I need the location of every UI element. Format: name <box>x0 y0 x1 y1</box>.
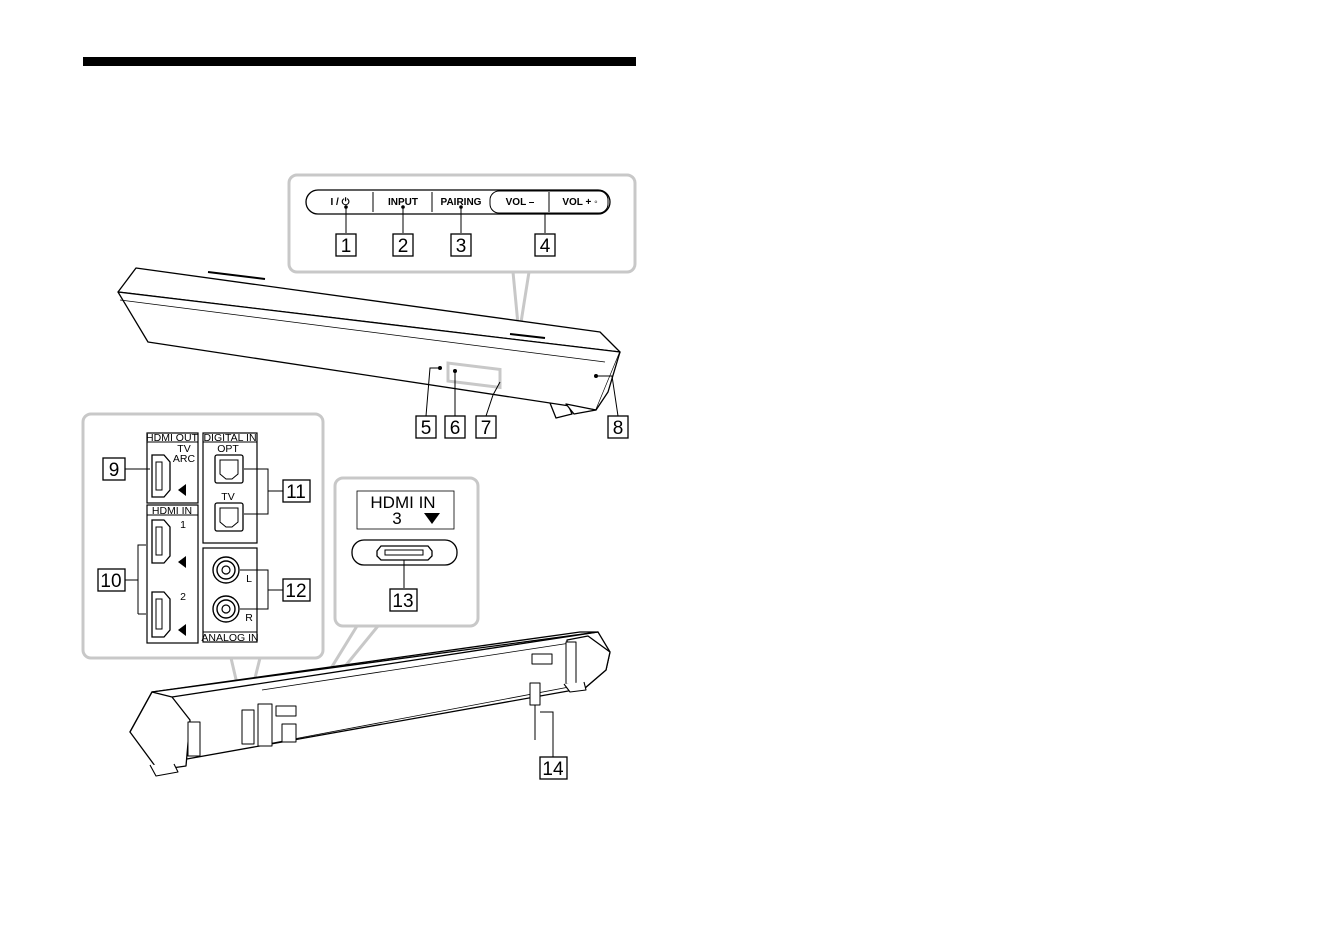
callout-2: 2 <box>398 236 409 257</box>
callout-14: 14 <box>542 759 564 780</box>
analog-l-label: L <box>246 573 252 585</box>
rear-port-panel: HDMI OUT TV ARC HDMI IN 1 2 DIGITAL IN O… <box>83 414 323 658</box>
hdmi-in-label: HDMI IN <box>152 505 192 517</box>
callout-8: 8 <box>613 418 624 439</box>
tv-arc-label-arc: ARC <box>173 453 196 465</box>
hdmi-in-1-port[interactable] <box>152 520 170 563</box>
callout-5: 5 <box>421 418 432 439</box>
hdmi-in-2-label: 2 <box>180 591 186 603</box>
callout-11: 11 <box>286 482 306 503</box>
analog-r-label: R <box>245 612 253 624</box>
callout-13: 13 <box>392 591 413 612</box>
analog-r-jack[interactable] <box>213 596 239 622</box>
callout-10: 10 <box>100 571 121 592</box>
hdmi3-number: 3 <box>392 509 401 528</box>
top-button-panel: I / ⏻ INPUT PAIRING VOL – VOL + ◦ 1 2 3 … <box>289 175 635 272</box>
tv-optical-label: TV <box>221 491 234 503</box>
callout-7: 7 <box>481 418 492 439</box>
callout-9: 9 <box>109 460 120 481</box>
callout-12: 12 <box>285 581 306 602</box>
analog-in-label: ANALOG IN <box>201 632 258 644</box>
hdmi3-label: HDMI IN <box>370 493 435 512</box>
header-rule <box>83 57 636 66</box>
callout-4: 4 <box>540 236 551 257</box>
vol-minus-button-label[interactable]: VOL – <box>506 197 535 208</box>
opt-label: OPT <box>217 443 239 455</box>
callout-6: 6 <box>450 418 461 439</box>
front-soundbar <box>118 268 620 418</box>
analog-l-jack[interactable] <box>213 557 239 583</box>
hdmi-in-1-label: 1 <box>180 519 186 531</box>
vol-plus-button-label[interactable]: VOL + ◦ <box>562 197 597 208</box>
callout-3: 3 <box>456 236 467 257</box>
callout-1: 1 <box>341 236 352 257</box>
hdmi-out-port[interactable] <box>152 455 170 497</box>
hdmi3-zoom-panel: HDMI IN 3 13 <box>335 478 478 626</box>
